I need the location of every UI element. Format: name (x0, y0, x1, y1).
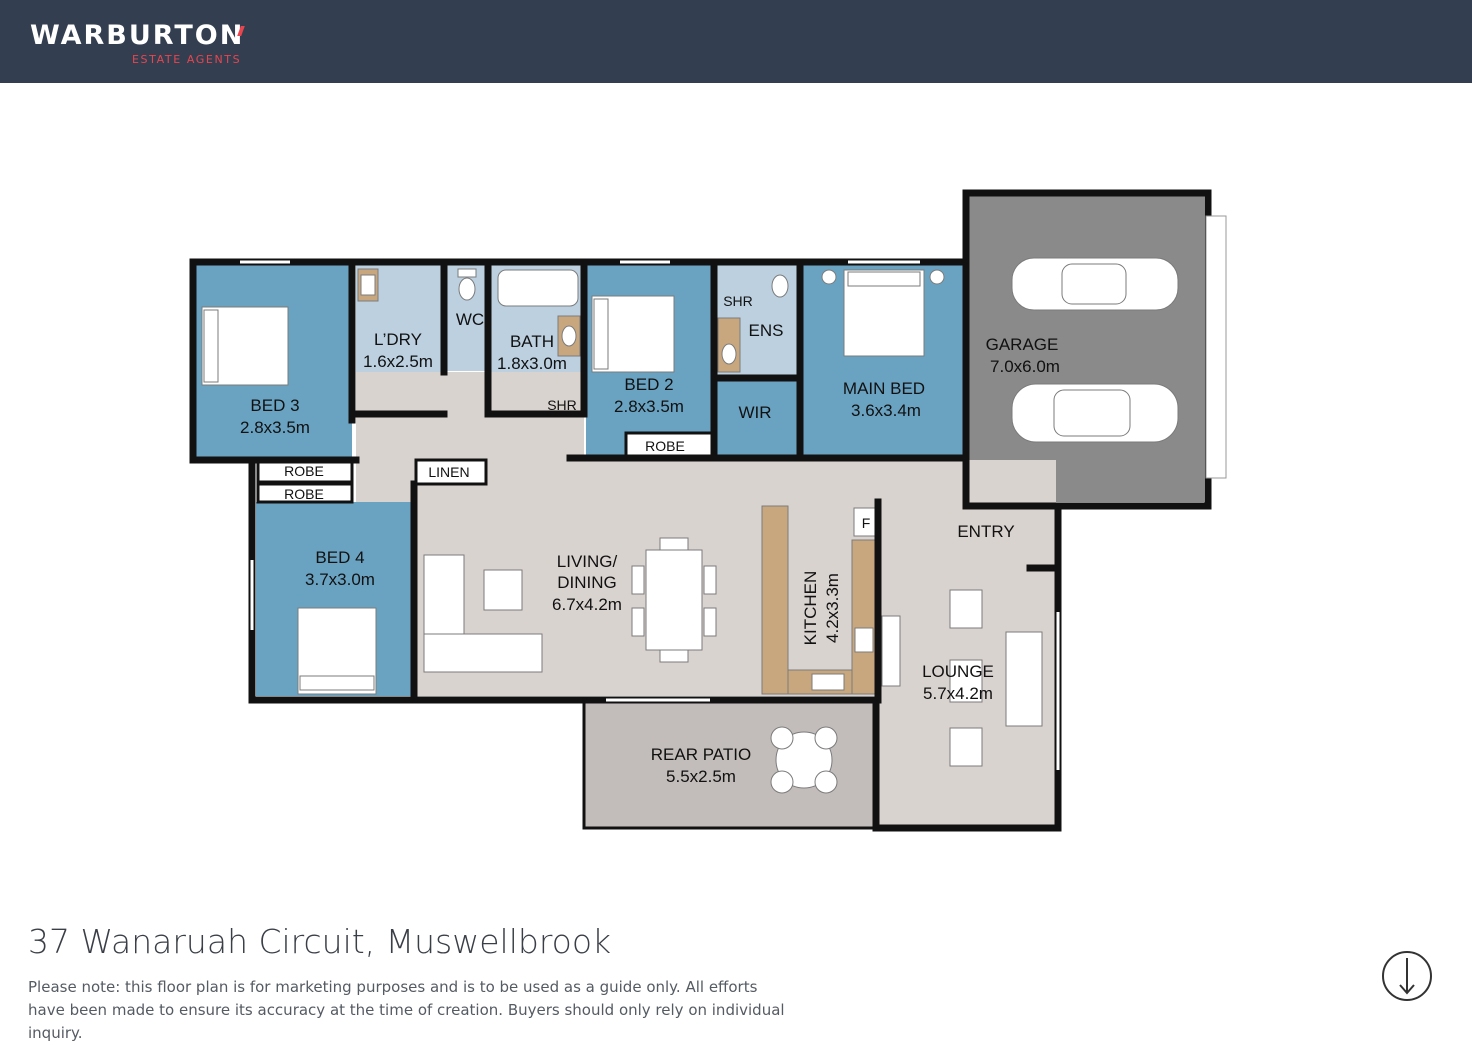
outer-wall-bed4 (248, 456, 588, 704)
kitchen-sink (811, 673, 845, 691)
ensuite-shower-label: SHR (723, 293, 753, 309)
laundry-size: 1.6x2.5m (363, 352, 433, 371)
dining-chair (631, 607, 645, 637)
robe-bed4-label: ROBE (284, 486, 324, 502)
kitchen-size: 4.2x3.3m (823, 573, 842, 643)
bed2-pillow (593, 298, 609, 370)
outer-wall-west-north (189, 258, 970, 464)
patio-label: REAR PATIO (651, 745, 751, 764)
living-sofa-back (423, 633, 543, 673)
bed4-pillow (299, 675, 375, 691)
living-coffee-table (483, 569, 523, 611)
main-bed-label: MAIN BED (843, 379, 925, 398)
bed2-label: BED 2 (624, 375, 673, 394)
patio-chair (814, 770, 838, 794)
bath-shower-label: SHR (547, 397, 577, 413)
patio-chair (770, 726, 794, 750)
bath-label: BATH (510, 332, 554, 351)
patio-chair (814, 726, 838, 750)
garage-car-top (1011, 257, 1179, 311)
living-label-line2: DINING (557, 573, 617, 592)
kitchen-island (761, 505, 789, 695)
wc-label: WC (456, 310, 484, 329)
disclaimer-text: Please note: this floor plan is for mark… (28, 978, 785, 1042)
linen-label: LINEN (428, 464, 469, 480)
garage-walls (962, 189, 1212, 510)
lounge-label: LOUNGE (922, 662, 994, 681)
wc-cistern (457, 268, 477, 278)
bath-size: 1.8x3.0m (497, 354, 567, 373)
linen-box (414, 458, 488, 486)
fridge-label: F (862, 515, 871, 531)
garage-car-bottom (1011, 383, 1179, 443)
lounge-ottoman (949, 659, 983, 703)
wc-toilet (458, 277, 476, 301)
main-bed-side-table-right (929, 269, 945, 285)
laundry-sink (360, 274, 376, 296)
lounge-armchair (949, 589, 983, 629)
laundry-label: L’DRY (374, 330, 422, 349)
bed2-size: 2.8x3.5m (614, 397, 684, 416)
lounge-size: 5.7x4.2m (923, 684, 993, 703)
kitchen-bench-side (851, 539, 877, 695)
robe-bed3-label: ROBE (284, 463, 324, 479)
lounge-armchair (949, 727, 983, 767)
brand-logo: WARBURTON (30, 20, 245, 51)
dining-chair (703, 607, 717, 637)
living-label-line1: LIVING/ (557, 552, 618, 571)
dining-chair (659, 649, 689, 663)
north-arrow-icon (1382, 951, 1432, 1001)
header-bar: WARBURTON ESTATE AGENTS (0, 0, 1472, 83)
kitchen-cooktop (854, 627, 874, 653)
patio-outline (582, 698, 878, 830)
main-bed-side-table-left (821, 269, 837, 285)
storage-boxes (256, 431, 714, 504)
wir-fill (716, 381, 798, 455)
dining-chair (703, 565, 717, 595)
property-address: 37 Wanaruah Circuit, Muswellbrook (28, 922, 612, 961)
entry-label: ENTRY (957, 522, 1014, 541)
wir-label: WIR (738, 403, 771, 422)
garage-door (1205, 215, 1227, 479)
garage-size: 7.0x6.0m (990, 357, 1060, 376)
ensuite-basin (721, 343, 737, 365)
hall-fill-2 (356, 456, 416, 506)
ensuite-toilet (771, 274, 789, 298)
patio-size: 5.5x2.5m (666, 767, 736, 786)
dining-table (645, 549, 703, 651)
dining-chair (659, 537, 689, 551)
bed4-label: BED 4 (315, 548, 364, 567)
lounge-tv-unit (881, 615, 901, 687)
brand-subtitle: ESTATE AGENTS (132, 53, 242, 66)
bath-basin (561, 325, 577, 347)
main-bed-pillow (847, 271, 921, 287)
bed3-pillow (203, 309, 219, 383)
furniture (201, 257, 1179, 794)
ensuite-label: ENS (749, 321, 784, 340)
lounge-sofa (1005, 631, 1043, 727)
living-size: 6.7x4.2m (552, 595, 622, 614)
windows (240, 260, 1060, 770)
room-fills (196, 196, 1204, 828)
garage-fill (968, 196, 1204, 502)
kitchen-label: KITCHEN (801, 571, 820, 646)
patio-chair (770, 770, 794, 794)
bathtub (497, 269, 579, 307)
bed3-label: BED 3 (250, 396, 299, 415)
main-bed-size: 3.6x3.4m (851, 401, 921, 420)
dining-chair (631, 565, 645, 595)
robe-bed4-box (256, 482, 354, 504)
room-labels: BED 3 2.8x3.5m L’DRY 1.6x2.5m WC BATH 1.… (240, 293, 1060, 786)
bed3-size: 2.8x3.5m (240, 418, 310, 437)
bed4-size: 3.7x3.0m (305, 570, 375, 589)
garage-label: GARAGE (986, 335, 1059, 354)
robe-bed2-label: ROBE (645, 438, 685, 454)
